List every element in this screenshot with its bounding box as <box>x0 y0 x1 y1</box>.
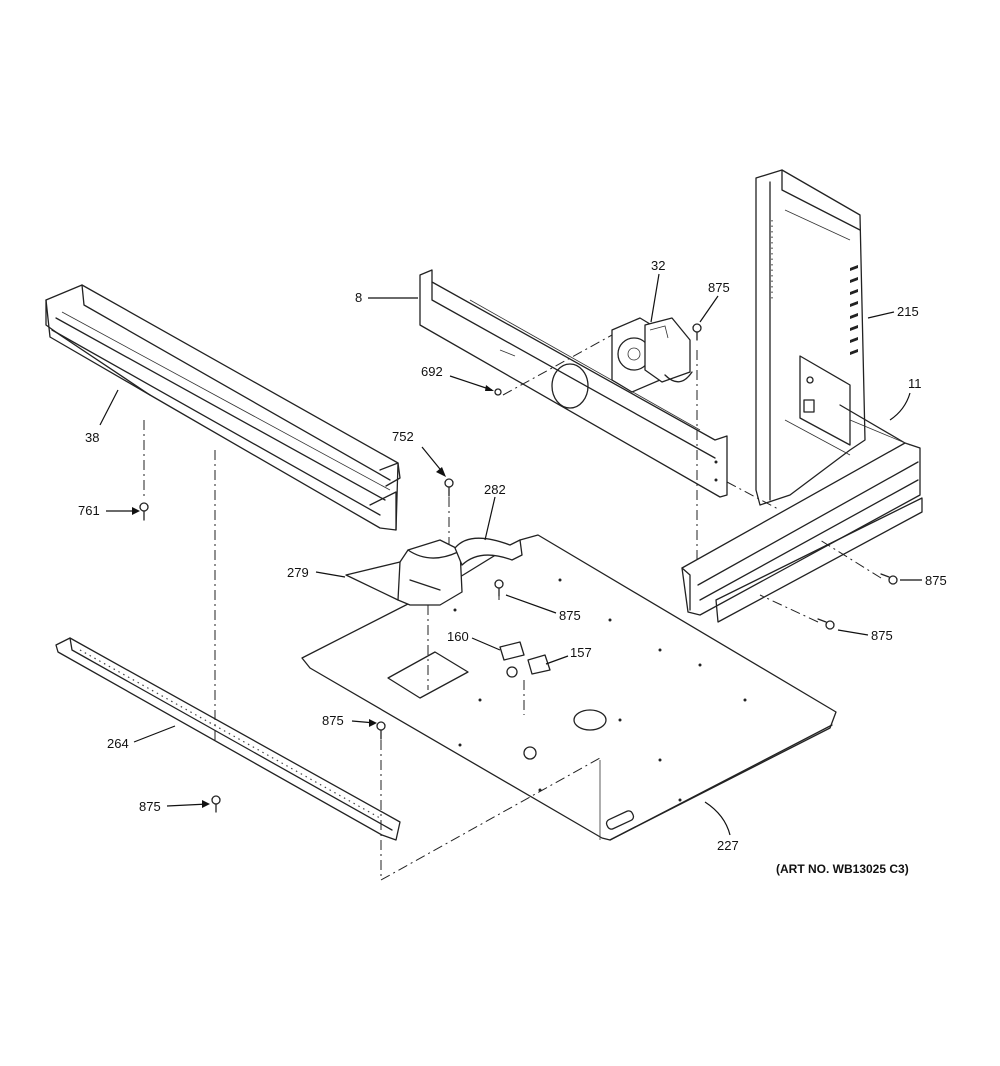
screw-875-right1 <box>880 573 898 585</box>
label-215: 215 <box>897 304 919 319</box>
vent-slots <box>771 220 858 355</box>
label-227: 227 <box>717 838 739 853</box>
strip-264 <box>55 637 401 841</box>
channel-11 <box>681 404 923 623</box>
screw-692 <box>494 388 502 396</box>
label-875-fan: 875 <box>708 280 730 295</box>
label-875-right1: 875 <box>925 573 947 588</box>
label-11: 11 <box>908 376 922 391</box>
base-plate-227 <box>301 534 837 841</box>
art-number: (ART NO. WB13025 C3) <box>776 862 909 876</box>
label-160: 160 <box>447 629 469 644</box>
label-875-right2: 875 <box>871 628 893 643</box>
label-282: 282 <box>484 482 506 497</box>
side-panel-215 <box>755 169 866 506</box>
label-752: 752 <box>392 429 414 444</box>
label-157: 157 <box>570 645 592 660</box>
label-32: 32 <box>651 258 665 273</box>
callouts: 8 32 875 215 11 692 38 752 282 761 279 8… <box>78 258 947 853</box>
screw-875-base <box>494 579 504 597</box>
screw-875-left <box>211 795 221 813</box>
blower-279 <box>345 537 523 606</box>
label-692: 692 <box>421 364 443 379</box>
screws <box>139 323 898 813</box>
thermostats-160-157 <box>499 641 551 675</box>
screw-875-strip <box>376 721 386 740</box>
trim-bar-38 <box>45 284 401 531</box>
label-875-strip: 875 <box>322 713 344 728</box>
fan-assembly-32 <box>611 317 693 393</box>
label-875-left: 875 <box>139 799 161 814</box>
label-875-base: 875 <box>559 608 581 623</box>
assembly-lines <box>143 334 882 881</box>
screw-875-right2 <box>817 618 835 630</box>
label-279: 279 <box>287 565 309 580</box>
label-8: 8 <box>355 290 362 305</box>
rear-panel-8 <box>419 269 728 498</box>
label-761: 761 <box>78 503 100 518</box>
screw-761 <box>139 502 149 521</box>
screw-752 <box>444 478 454 497</box>
label-264: 264 <box>107 736 129 751</box>
screw-875-fan <box>692 323 702 341</box>
label-38: 38 <box>85 430 99 445</box>
